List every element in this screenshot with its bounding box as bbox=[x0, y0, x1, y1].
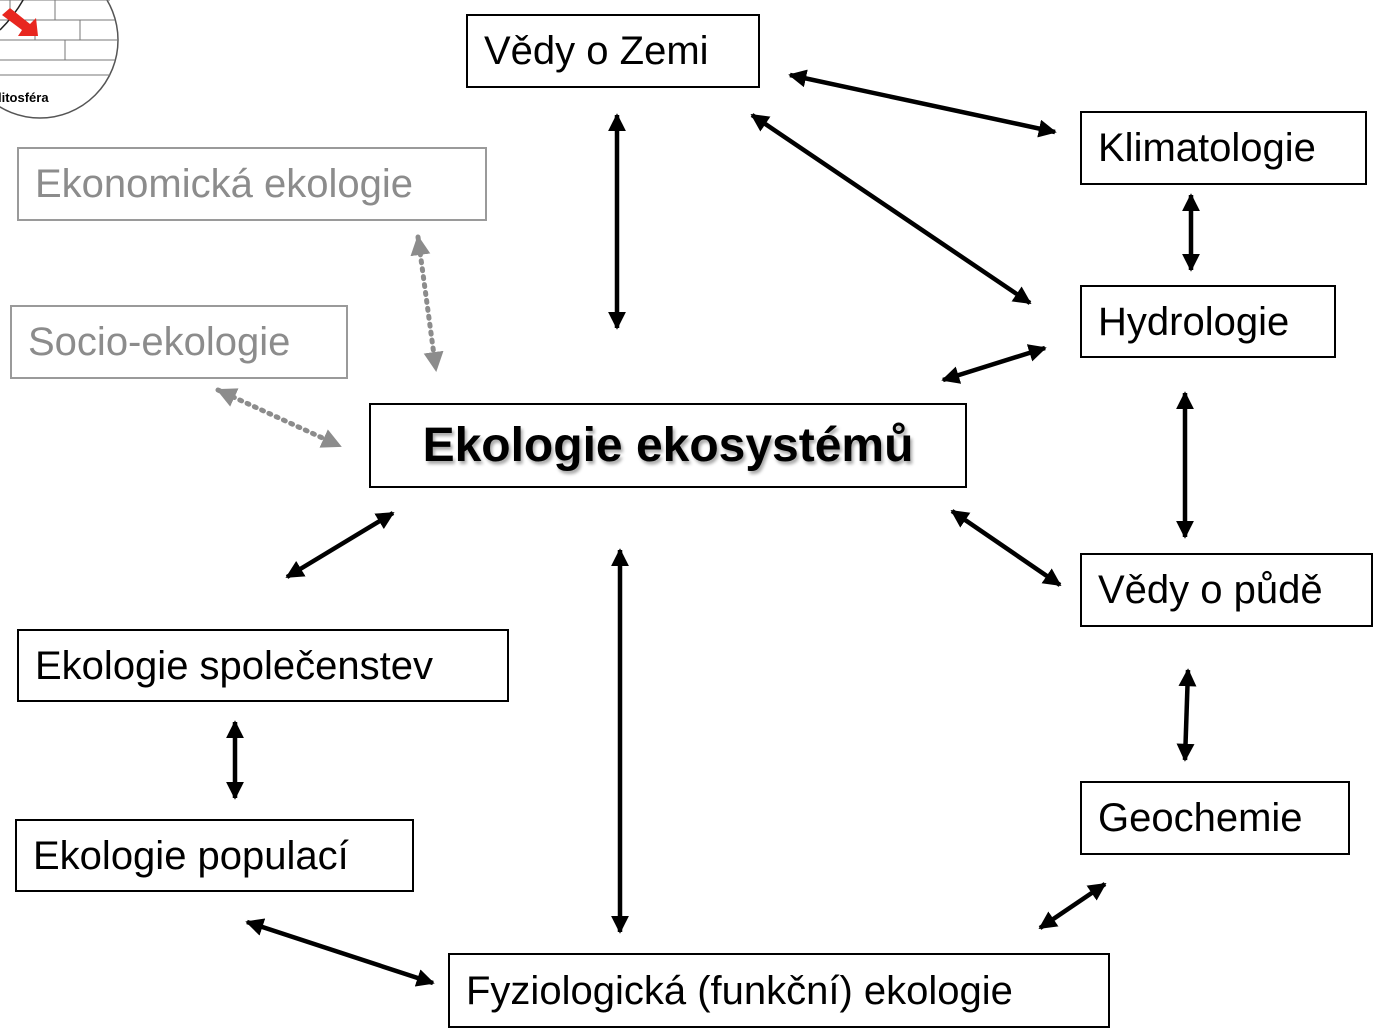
node-ekologie-populaci: Ekologie populací bbox=[15, 819, 414, 892]
node-label: Vědy o Zemi bbox=[484, 29, 709, 73]
node-klimatologie: Klimatologie bbox=[1080, 111, 1367, 185]
node-hydrologie: Hydrologie bbox=[1080, 285, 1336, 358]
node-ekonomicka-ekologie: Ekonomická ekologie bbox=[17, 147, 487, 221]
node-geochemie: Geochemie bbox=[1080, 781, 1350, 855]
node-label: Ekologie společenstev bbox=[35, 643, 434, 688]
node-label: Klimatologie bbox=[1098, 126, 1316, 170]
arrow-populaci-fyziologicka bbox=[245, 918, 435, 987]
logo-label: litosféra bbox=[0, 90, 49, 105]
node-label: Socio-ekologie bbox=[28, 320, 291, 364]
node-label: Ekonomická ekologie bbox=[35, 162, 413, 206]
node-label: Fyziologická (funkční) ekologie bbox=[466, 968, 1013, 1013]
arrow-ekonomicka-ekosystemy bbox=[410, 234, 444, 373]
arrow-zemi-hydrologie bbox=[750, 113, 1032, 305]
node-ekologie-spolecenstev: Ekologie společenstev bbox=[17, 629, 509, 702]
node-label: Ekologie ekosystémů bbox=[422, 418, 914, 472]
node-label: Vědy o půdě bbox=[1098, 568, 1323, 612]
node-label: Ekologie populací bbox=[33, 833, 349, 878]
lithosphere-logo-icon: litosféra bbox=[0, 0, 119, 119]
arrow-zemi-klimatologie bbox=[788, 69, 1057, 138]
node-vedy-o-pude: Vědy o půdě bbox=[1080, 553, 1373, 627]
arrow-geochemie-fyziologicka bbox=[1038, 882, 1107, 930]
node-socio-ekologie: Socio-ekologie bbox=[10, 305, 348, 379]
node-ekologie-ekosystemu: Ekologie ekosystémů bbox=[369, 403, 967, 488]
arrow-ekosystemy-pude bbox=[950, 509, 1062, 587]
node-label: Hydrologie bbox=[1098, 299, 1290, 344]
node-fyziologicka-ekologie: Fyziologická (funkční) ekologie bbox=[448, 953, 1110, 1028]
node-vedy-o-zemi: Vědy o Zemi bbox=[466, 14, 760, 88]
arrow-socio-ekosystemy bbox=[215, 387, 343, 449]
arrow-ekosystemy-spolecenstev bbox=[285, 511, 395, 579]
arrow-pude-geochemie bbox=[1176, 668, 1197, 762]
node-label: Geochemie bbox=[1098, 796, 1303, 840]
arrow-hydrologie-ekosystemy bbox=[941, 344, 1047, 384]
